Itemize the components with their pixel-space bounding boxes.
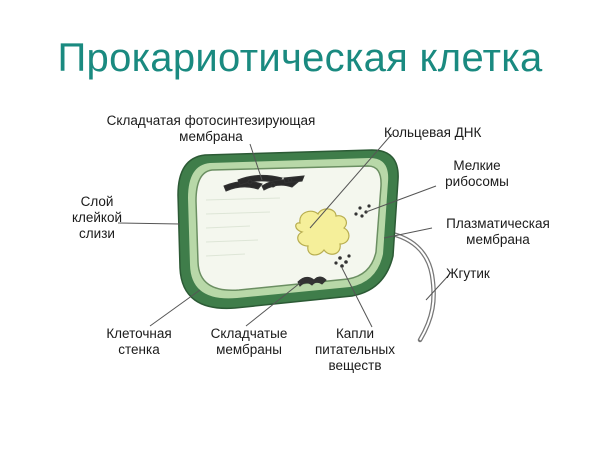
label-flagellum: Жгутик	[446, 266, 490, 281]
label-plasma-membrane: Плазматическая мембрана	[446, 216, 550, 247]
nutrient-drops	[334, 254, 351, 268]
page-title: Прокариотическая клетка	[57, 36, 543, 80]
label-slime-layer: Слой клейкой слизи	[71, 194, 123, 241]
label-small-ribosomes: Мелкие рибосомы	[445, 158, 509, 189]
label-cell-wall: Клеточная стенка	[106, 326, 172, 357]
label-ring-dna: Кольцевая ДНК	[384, 125, 482, 140]
photosynthetic-membrane	[223, 174, 305, 192]
label-nutrient-drops: Капли питательных веществ	[314, 326, 395, 373]
label-folded-membranes: Складчатые мембраны	[210, 326, 288, 357]
folded-membranes	[297, 276, 327, 287]
ring-dna	[295, 208, 350, 256]
label-photosynthetic-membrane: Складчатая фотосинтезирующая мембрана	[106, 113, 316, 144]
